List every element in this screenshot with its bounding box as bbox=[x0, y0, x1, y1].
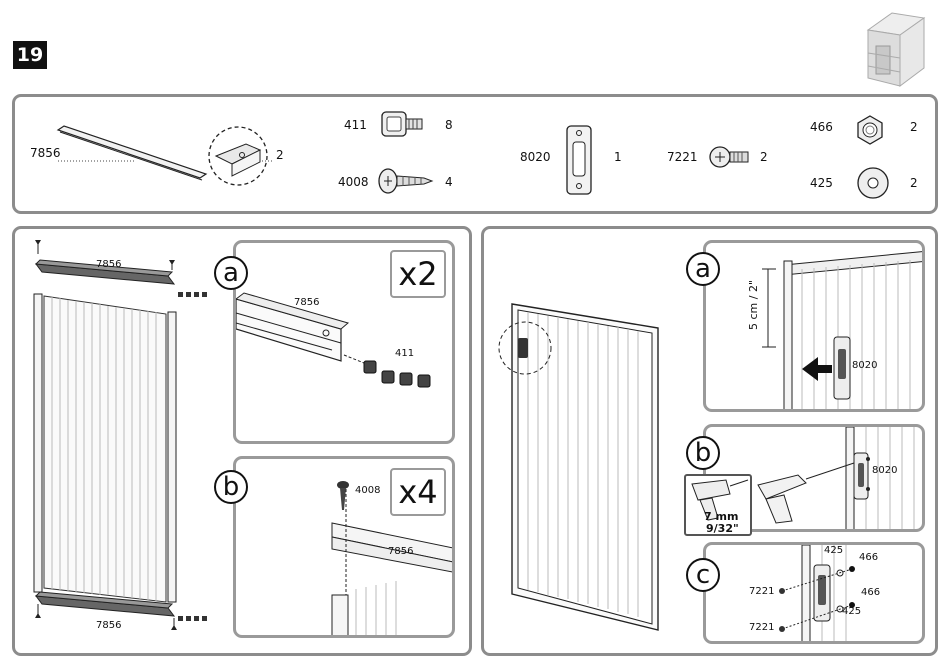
part-quantity: 2 bbox=[910, 176, 918, 190]
bolt-label: 411 bbox=[395, 348, 414, 360]
part-code: 425 bbox=[810, 176, 833, 190]
bottom-rail-label: 7856 bbox=[96, 620, 121, 632]
part-code: 7221 bbox=[667, 150, 698, 164]
bolt-fixing-detail-drawing bbox=[706, 545, 925, 644]
drill-inset: 7 mm 9/32" bbox=[684, 474, 752, 536]
hex-nut-icon bbox=[854, 114, 886, 146]
right-detail-a-box bbox=[703, 240, 925, 412]
rail-label: 7856 bbox=[388, 546, 413, 558]
detail-letter-c: c bbox=[686, 558, 720, 592]
latch-position-detail-drawing bbox=[706, 243, 925, 412]
detail-letter-b: b bbox=[686, 436, 720, 470]
latch-label: 8020 bbox=[872, 465, 897, 477]
phillips-bolt-icon bbox=[708, 144, 752, 170]
door-drawing bbox=[498, 298, 668, 638]
detail-letter-b: b bbox=[214, 470, 248, 504]
part-quantity: 1 bbox=[614, 150, 622, 164]
washer-icon bbox=[856, 166, 890, 200]
multiplier-badge: x4 bbox=[390, 468, 446, 516]
step-number: 19 bbox=[13, 41, 47, 69]
part-quantity: 2 bbox=[910, 120, 918, 134]
shed-thumbnail-icon bbox=[856, 8, 936, 88]
nut-label: 466 bbox=[859, 552, 878, 564]
leader-line bbox=[262, 160, 276, 163]
dimension-label: 5 cm / 2" bbox=[747, 280, 760, 330]
bolt-label: 7221 bbox=[749, 622, 774, 634]
part-code: 4008 bbox=[338, 175, 369, 189]
top-rail-label: 7856 bbox=[96, 259, 121, 271]
part-quantity: 4 bbox=[445, 175, 453, 189]
detail-letter-a: a bbox=[686, 252, 720, 286]
drill-size-in: 9/32" bbox=[706, 522, 739, 535]
part-quantity: 2 bbox=[760, 150, 768, 164]
part-code: 466 bbox=[810, 120, 833, 134]
rail-profile-icon bbox=[56, 122, 276, 192]
latch-label: 8020 bbox=[852, 360, 877, 372]
door-latch-icon bbox=[563, 124, 599, 198]
nut-label: 466 bbox=[861, 587, 880, 599]
bolt-label: 7221 bbox=[749, 586, 774, 598]
self-drilling-screw-icon bbox=[376, 166, 436, 196]
washer-label: 425 bbox=[824, 545, 843, 557]
door-panel-drawing bbox=[28, 240, 218, 650]
detail-letter-a: a bbox=[214, 256, 248, 290]
washer-label: 425 bbox=[842, 606, 861, 618]
multiplier-badge: x2 bbox=[390, 250, 446, 298]
screw-label: 4008 bbox=[355, 485, 380, 497]
square-bolt-icon bbox=[378, 108, 426, 142]
screw-icon bbox=[336, 480, 350, 514]
rail-label: 7856 bbox=[294, 297, 319, 309]
part-code: 411 bbox=[344, 118, 367, 132]
part-quantity: 8 bbox=[445, 118, 453, 132]
part-code: 7856 bbox=[30, 146, 61, 160]
right-detail-c-box bbox=[703, 542, 925, 644]
part-code: 8020 bbox=[520, 150, 551, 164]
leader-line bbox=[58, 160, 138, 163]
part-quantity: 2 bbox=[276, 148, 284, 162]
